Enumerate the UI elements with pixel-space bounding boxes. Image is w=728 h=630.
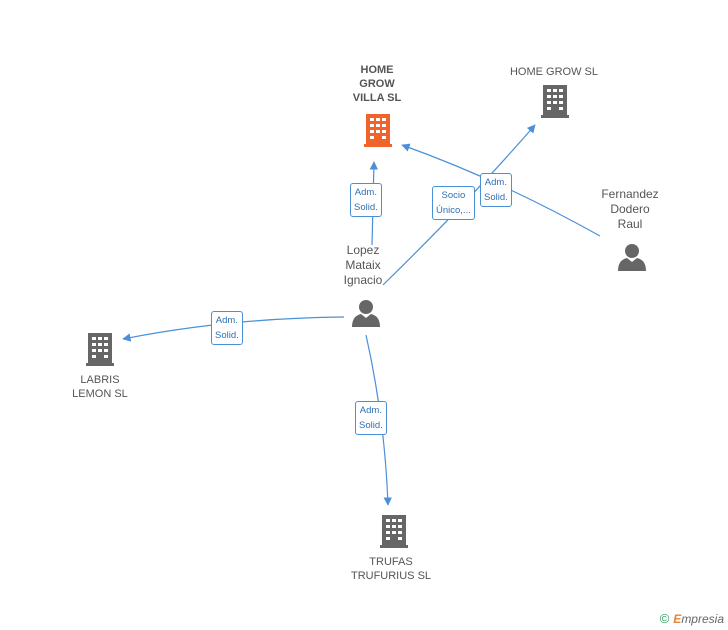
label-line: VILLA SL: [352, 92, 402, 104]
edge-label-line: Único,...: [436, 205, 471, 216]
label-line: Lopez: [346, 243, 380, 257]
person-label-fernandez[interactable]: Fernandez Dodero Raul: [592, 187, 668, 232]
label-line: LEMON SL: [72, 388, 128, 400]
company-label-home-grow[interactable]: HOME GROW SL: [509, 66, 598, 78]
label-line: TRUFURIUS SL: [350, 570, 432, 582]
person-label-lopez[interactable]: Lopez Mataix Ignacio: [328, 243, 398, 288]
company-label-home-grow-villa[interactable]: HOME GROW VILLA SL: [340, 63, 414, 105]
edge-label-lopez-labris[interactable]: Adm. Solid.: [211, 311, 243, 345]
person-icon[interactable]: [352, 300, 380, 327]
building-icon[interactable]: [380, 515, 408, 548]
brand-e: E: [673, 612, 682, 626]
edge-label-fernandez-villa[interactable]: Adm. Solid.: [480, 173, 512, 207]
label-line: LABRIS: [80, 374, 120, 386]
brand-footer[interactable]: ©Empresia: [660, 611, 724, 626]
edge-label-lopez-trufas[interactable]: Adm. Solid.: [355, 401, 387, 435]
edge-label-line: Solid.: [359, 420, 383, 431]
label-line: Fernandez: [601, 187, 659, 201]
company-label-labris[interactable]: LABRIS LEMON SL: [56, 373, 144, 401]
label-line: Raul: [617, 217, 643, 231]
edge-label-line: Adm.: [359, 405, 382, 416]
person-icon[interactable]: [618, 244, 646, 271]
building-icon[interactable]: [86, 333, 114, 366]
edge-label-line: Solid.: [484, 192, 508, 203]
edge-label-line: Adm.: [484, 177, 507, 188]
label-line: Ignacio: [343, 273, 383, 287]
edge-label-line: Solid.: [215, 330, 239, 341]
edge-label-lopez-villa[interactable]: Adm. Solid.: [350, 183, 382, 217]
label-line: TRUFAS: [369, 556, 413, 568]
edge-label-line: Adm.: [354, 187, 377, 198]
edge-label-line: Solid.: [354, 202, 378, 213]
label-line: GROW: [359, 78, 395, 90]
edge-label-line: Adm.: [215, 315, 238, 326]
copyright-icon: ©: [659, 611, 670, 626]
edge-label-line: Socio: [441, 190, 466, 201]
label-line: Dodero: [610, 202, 650, 216]
brand-name: mpresia: [681, 612, 724, 626]
label-line: Mataix: [345, 258, 381, 272]
company-label-trufas[interactable]: TRUFAS TRUFURIUS SL: [344, 555, 438, 583]
label-line: HOME: [360, 64, 394, 76]
building-icon[interactable]: [541, 85, 569, 118]
edge-label-lopez-homegrow[interactable]: Socio Único,...: [432, 186, 475, 220]
building-icon[interactable]: [364, 114, 392, 147]
